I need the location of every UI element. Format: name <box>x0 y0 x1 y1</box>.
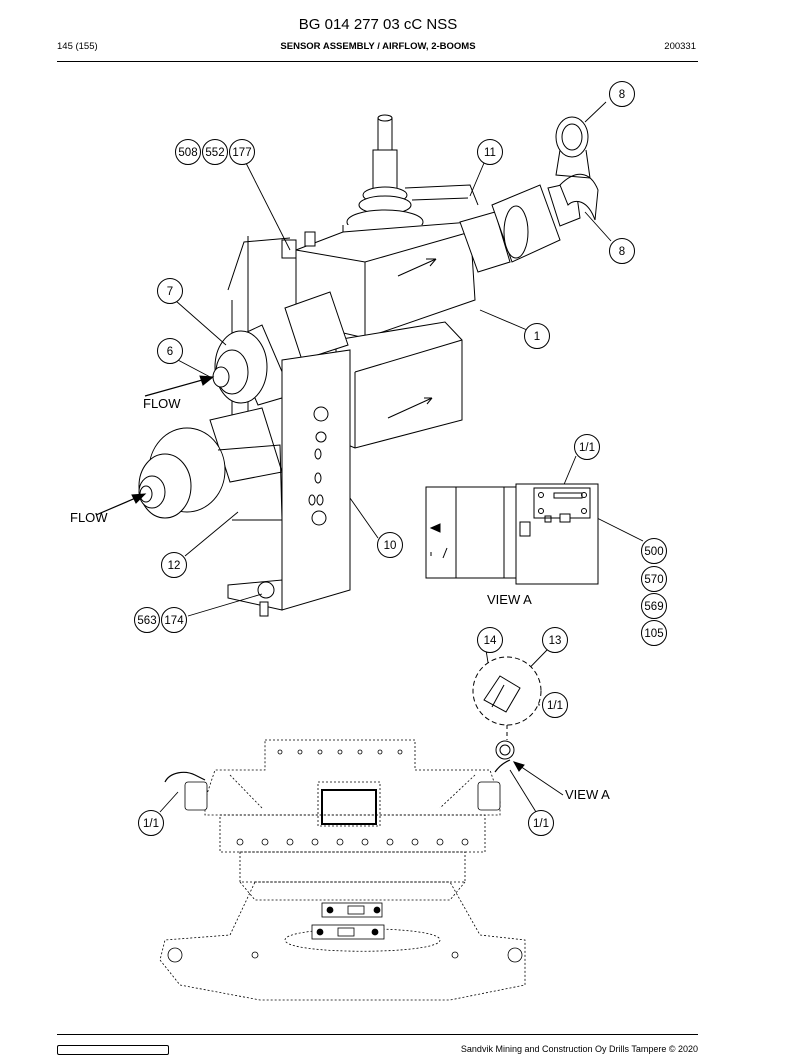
sandvik-logo <box>57 1045 169 1055</box>
flow-label-lower: FLOW <box>70 510 108 525</box>
callout-552: 552 <box>205 147 224 159</box>
callout-12: 12 <box>168 560 181 572</box>
callout-11: 11 <box>484 147 496 159</box>
sensor-assembly-illustration <box>138 114 599 617</box>
machine-outline-illustration <box>159 739 526 1001</box>
footer-rule <box>57 1034 698 1035</box>
callout-569: 569 <box>644 601 663 613</box>
callout-570: 570 <box>644 574 663 586</box>
flow-label-upper: FLOW <box>143 396 181 411</box>
view-a-pointer-label: VIEW A <box>565 787 610 802</box>
machine-outline-details <box>164 749 523 963</box>
callout-bubbles <box>134 81 667 836</box>
callout-1-1-left: 1/1 <box>143 818 159 830</box>
callout-105: 105 <box>644 628 663 640</box>
callout-500: 500 <box>644 546 663 558</box>
header-rule <box>57 61 698 62</box>
callout-174: 174 <box>164 615 184 627</box>
callout-508: 508 <box>178 147 197 159</box>
footer-copyright: Sandvik Mining and Construction Oy Drill… <box>460 1044 698 1054</box>
drawing-labels: FLOW FLOW VIEW A VIEW A <box>70 396 610 802</box>
callout-563: 563 <box>137 615 156 627</box>
callout-8-bottom: 8 <box>619 246 625 258</box>
callout-6: 6 <box>167 346 173 358</box>
callout-7: 7 <box>167 286 173 298</box>
callout-1-1-right: 1/1 <box>533 818 549 830</box>
date-code: 200331 <box>664 41 696 52</box>
document-number: BG 014 277 03 cC NSS <box>298 16 458 33</box>
callout-13: 13 <box>549 635 562 647</box>
section-title: SENSOR ASSEMBLY / AIRFLOW, 2-BOOMS <box>280 41 476 52</box>
page-number: 145 (155) <box>57 41 98 52</box>
view-a-illustration <box>425 483 599 585</box>
callout-numbers: 8 8 508 552 177 11 7 6 1 1/1 10 12 500 5… <box>137 89 663 830</box>
detail-circle-illustration <box>472 656 542 760</box>
callout-8-top: 8 <box>619 89 625 101</box>
callout-1: 1 <box>534 331 540 343</box>
callout-1-1-detail: 1/1 <box>547 700 563 712</box>
view-a-caption: VIEW A <box>487 592 532 607</box>
callout-10: 10 <box>384 540 397 552</box>
callout-177: 177 <box>232 147 251 159</box>
callout-1-1-view: 1/1 <box>579 442 595 454</box>
callout-14: 14 <box>484 635 497 647</box>
